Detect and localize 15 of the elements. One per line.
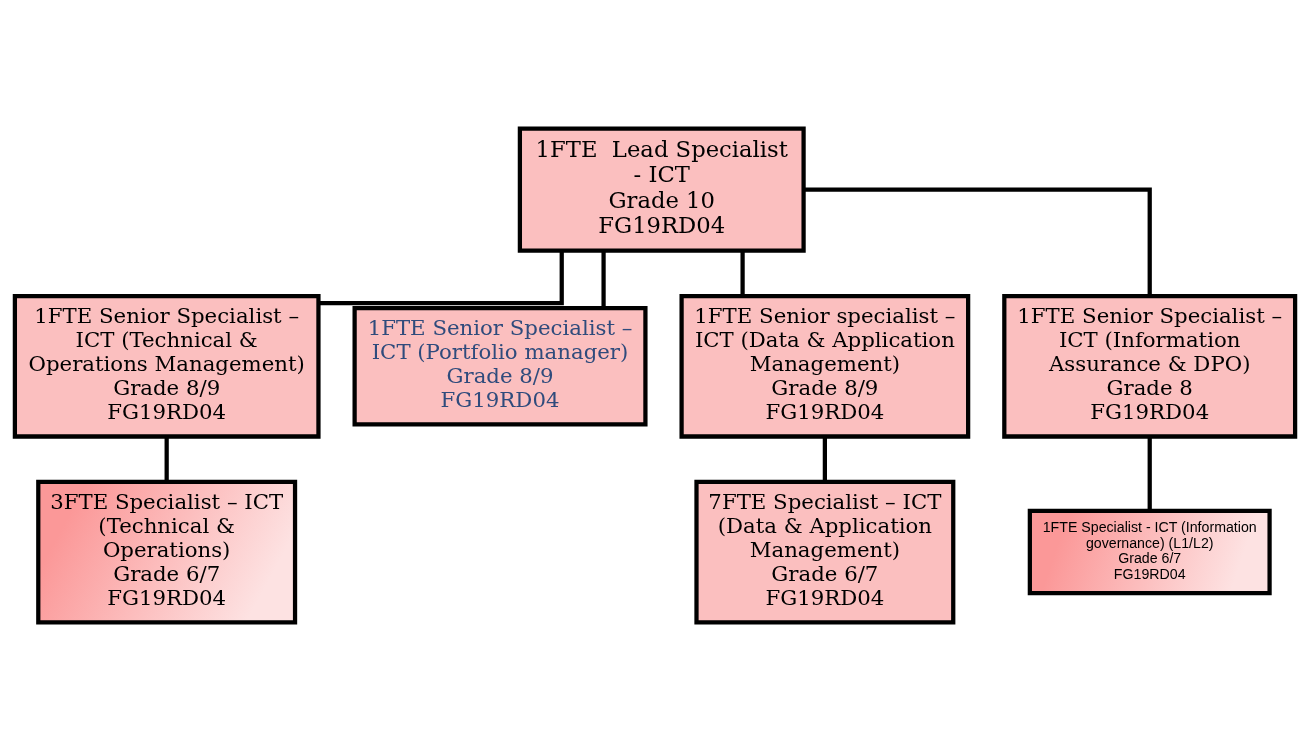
node-box: 1FTE Senior Specialist – ICT (Information Assurance & DPO) Grade 8 FG19RD04 (1002, 293, 1298, 439)
node-box: 7FTE Specialist – ICT (Data & Application Management) Grade 6/7 FG19RD04 (694, 479, 956, 625)
connector (318, 251, 564, 306)
connector (164, 436, 169, 482)
connector (1147, 436, 1152, 511)
connector (804, 187, 1152, 296)
node-box: 1FTE Senior Specialist – ICT (Portfolio manager) Grade 8/9 FG19RD04 (352, 306, 648, 427)
node-box: 1FTE Senior specialist – ICT (Data & Application Management) Grade 8/9 FG19RD04 (679, 293, 971, 439)
connector (740, 250, 745, 297)
node-box: 1FTE Specialist - ICT (Information governance) (L1/L2) Grade 6/7 FG19RD04 (1027, 508, 1272, 596)
node-box: 3FTE Specialist – ICT (Technical & Operations) Grade 6/7 FG19RD04 (36, 479, 298, 625)
connector (822, 436, 827, 482)
node-box: 1FTE Senior Specialist – ICT (Technical & Operations Management) Grade 8/9 FG19RD04 (12, 293, 321, 439)
connector (601, 250, 606, 309)
node-box: 1FTE Lead Specialist - ICT Grade 10 FG19RD04 (517, 126, 806, 253)
